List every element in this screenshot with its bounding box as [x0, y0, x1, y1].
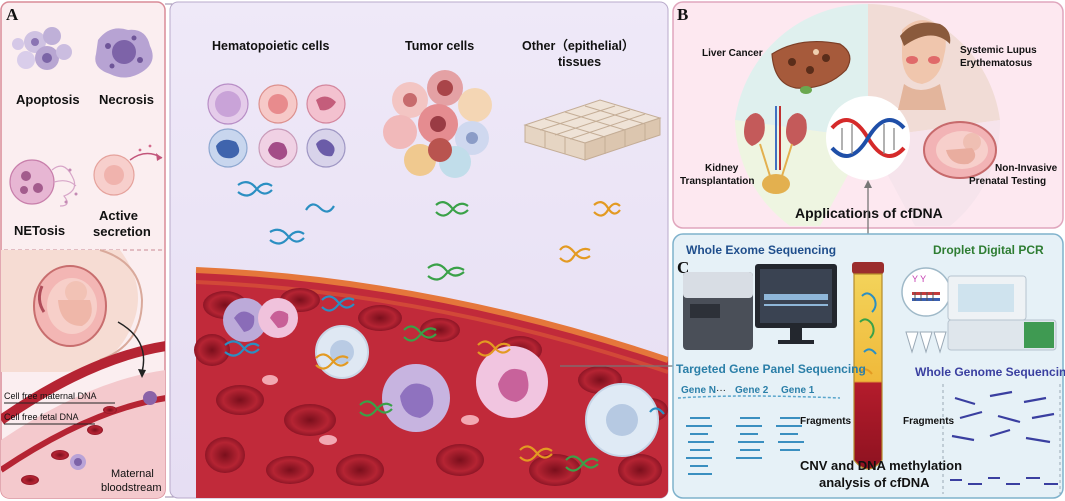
tumor-cells-label: Tumor cells	[405, 39, 474, 53]
sle-face-icon	[898, 20, 951, 110]
panel-c: C Whole Exome Sequencing Droplet Digital…	[672, 233, 1065, 499]
wgs-fragments-icon	[951, 390, 1055, 444]
panel-a: A Apoptosis Necrosis	[0, 1, 166, 499]
sle-label-line2: Erythematosus	[960, 58, 1033, 69]
netosis-cell-icon	[9, 159, 78, 207]
dna-helix-icon	[826, 96, 910, 180]
maternal-dna-label: Cell free maternal DNA	[4, 391, 97, 401]
other-tissues-label-line1: Other（epithelial）	[522, 38, 635, 53]
necrosis-label: Necrosis	[99, 92, 154, 107]
tube-to-applications-arrowhead	[864, 180, 872, 188]
kidney-label-line2: Transplantation	[680, 176, 754, 187]
active-secretion-cell-icon	[93, 144, 163, 196]
fragments-right-label: Fragments	[903, 416, 955, 427]
ddpcr-label: Droplet Digital PCR	[933, 243, 1044, 257]
panel-b: B Liver Cancer	[672, 1, 1064, 229]
targeted-fragments-icon	[686, 417, 804, 475]
maternal-bloodstream-label-line2: bloodstream	[101, 482, 162, 494]
gene-1-label: Gene 1	[781, 385, 815, 396]
sle-label-line1: Systemic Lupus	[960, 45, 1037, 56]
liver-cancer-label: Liver Cancer	[702, 48, 763, 59]
pregnancy-illustration	[1, 249, 165, 498]
apoptosis-label: Apoptosis	[16, 92, 80, 107]
other-tissues-label-line2: tissues	[558, 55, 601, 69]
wgs-label: Whole Genome Sequencing	[915, 365, 1065, 379]
panel-b-letter: B	[677, 5, 688, 24]
wgs-reads-icon	[950, 477, 1058, 485]
tumor-cells-icon	[383, 70, 492, 178]
center-panel: Hematopoietic cells Tumor cells Other（ep…	[169, 1, 669, 499]
gene-dots-label: ···	[716, 385, 726, 396]
netosis-label: NETosis	[14, 223, 65, 238]
targeted-panel-label: Targeted Gene Panel Sequencing	[676, 362, 866, 376]
necrosis-cell-icon	[95, 28, 153, 78]
cnv-analysis-label-line1: CNV and DNA methylation	[800, 458, 962, 473]
fetal-dna-label: Cell free fetal DNA	[4, 412, 79, 422]
hematopoietic-cells-icon	[207, 83, 346, 168]
cnv-analysis-label-line2: analysis of cfDNA	[819, 475, 930, 490]
sequencer-machine-icon	[683, 264, 837, 350]
nipt-label-line2: Prenatal Testing	[969, 176, 1046, 187]
apoptosis-cell-icon	[12, 27, 72, 70]
kidney-label-line1: Kidney	[705, 163, 739, 174]
svg-text:Y Y: Y Y	[912, 274, 926, 284]
nipt-fetus-icon	[923, 121, 997, 179]
wes-label: Whole Exome Sequencing	[686, 243, 836, 257]
epithelial-tissue-icon	[523, 99, 662, 161]
gene-n-label: Gene N	[681, 385, 716, 396]
fragments-left-label: Fragments	[800, 416, 852, 427]
kidney-icon	[744, 106, 807, 194]
panel-a-letter: A	[6, 5, 19, 24]
applications-title: Applications of cfDNA	[795, 205, 943, 221]
liver-icon	[771, 40, 851, 94]
maternal-bloodstream-label-line1: Maternal	[111, 468, 154, 480]
droplet-pcr-icon: Y Y	[901, 267, 1057, 354]
nipt-label-line1: Non-Invasive	[995, 163, 1058, 174]
hematopoietic-cells-label: Hematopoietic cells	[212, 39, 329, 53]
active-secretion-label-line2: secretion	[93, 224, 151, 239]
fetal-dna-arrow	[117, 321, 145, 373]
dna-fragment-icon	[237, 181, 621, 281]
fetal-dna-arrowhead	[138, 369, 146, 378]
gene-2-label: Gene 2	[735, 385, 769, 396]
blood-vessel-illustration	[194, 267, 668, 498]
blood-collection-tube-icon	[852, 262, 884, 470]
genome-strand	[677, 395, 841, 399]
active-secretion-label-line1: Active	[99, 208, 138, 223]
